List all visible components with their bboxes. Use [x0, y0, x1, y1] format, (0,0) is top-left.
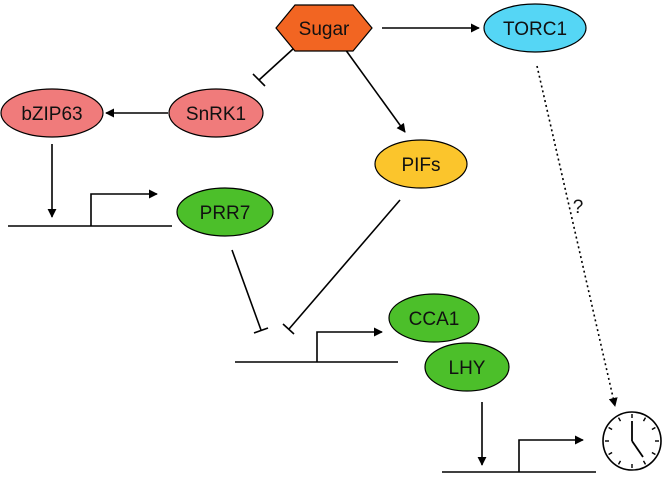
edge-torc1-clock-unknown: [536, 65, 618, 407]
cca1-label: CCA1: [409, 309, 460, 330]
unknown-link-label: ?: [573, 197, 584, 218]
prr7-gene-promoter: [8, 189, 172, 227]
node-sugar: Sugar: [275, 4, 373, 52]
bzip63-ellipse: [0, 88, 104, 138]
node-bzip63: bZIP63: [0, 88, 104, 138]
prr7-label: PRR7: [200, 203, 251, 224]
edge-sugar-pifs: [344, 48, 406, 133]
snrk1-ellipse: [168, 88, 264, 138]
node-torc1: TORC1: [483, 3, 587, 53]
edge-pifs-cca1-lhy-inhibition: [282, 199, 401, 335]
edge-sugar-snrk1-inhibition: [252, 48, 294, 87]
edge-prr7-cca1-lhy-inhibition: [231, 249, 269, 334]
node-lhy: LHY: [424, 342, 510, 392]
node-snrk1: SnRK1: [168, 88, 264, 138]
cca1-lhy-gene-promoter: [235, 327, 398, 363]
node-pifs: PIFs: [374, 139, 468, 189]
cca1-ellipse: [388, 293, 480, 343]
pifs-label: PIFs: [401, 155, 440, 176]
pifs-ellipse: [374, 139, 468, 189]
torc1-ellipse: [483, 3, 587, 53]
bzip63-label: bZIP63: [21, 104, 82, 125]
clock-icon: [602, 411, 662, 471]
sugar-hexagon: [275, 4, 373, 52]
lhy-ellipse: [424, 342, 510, 392]
lhy-label: LHY: [449, 358, 486, 379]
node-cca1: CCA1: [388, 293, 480, 343]
clock-gene-promoter: [442, 435, 596, 473]
prr7-ellipse: [176, 187, 274, 237]
sugar-label: Sugar: [299, 19, 350, 40]
node-prr7: PRR7: [176, 187, 274, 237]
torc1-label: TORC1: [503, 19, 567, 40]
snrk1-label: SnRK1: [186, 104, 246, 125]
